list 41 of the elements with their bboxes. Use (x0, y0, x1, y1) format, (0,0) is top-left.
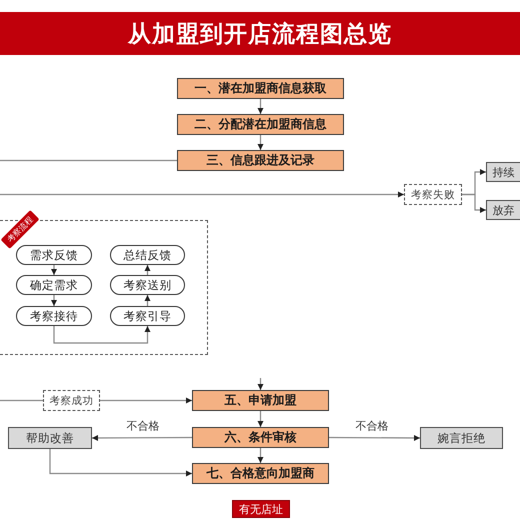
arrow (144, 265, 150, 275)
arrow (49, 449, 192, 476)
dashed-box: 考察失败 (404, 184, 462, 205)
rounded-step-box: 考察引导 (110, 306, 185, 326)
outcome-box: 持续 (486, 162, 520, 182)
corner-tag: 考察流程 (0, 209, 40, 249)
rounded-step-box: 考察接待 (16, 306, 92, 326)
process-box: 二、分配潜在加盟商信息 (177, 114, 344, 135)
edge-label: 不合格 (354, 418, 390, 434)
arrow (258, 135, 264, 150)
title: 从加盟到开店流程图总览 (128, 20, 392, 49)
rounded-step-box: 确定需求 (16, 275, 92, 295)
dashed-box: 考察成功 (43, 390, 100, 411)
outcome-box: 帮助改善 (8, 427, 92, 449)
arrow (258, 378, 264, 390)
edge-label: 不合格 (124, 418, 162, 434)
rounded-step-box: 需求反馈 (16, 245, 92, 265)
connector-line (0, 400, 43, 402)
arrow (258, 448, 264, 463)
arrow (92, 434, 192, 441)
arrow (0, 192, 404, 198)
arrow (51, 295, 57, 306)
arrow (329, 434, 420, 441)
arrow (258, 411, 264, 427)
arrow (51, 265, 57, 275)
highlight-box: 有无店址 (232, 500, 290, 518)
process-box: 三、信息跟进及记录 (177, 150, 344, 171)
connector-line (0, 160, 177, 162)
process-box: 一、潜在加盟商信息获取 (177, 78, 344, 99)
outcome-box: 婉言拒绝 (420, 427, 503, 449)
process-box: 七、合格意向加盟商 (192, 463, 329, 484)
arrow (462, 194, 486, 213)
arrow (258, 99, 264, 114)
process-box: 五、申请加盟 (192, 390, 329, 411)
outcome-box: 放弃 (486, 200, 520, 220)
rounded-step-box: 总结反馈 (110, 245, 185, 265)
process-box: 六、条件审核 (192, 427, 329, 448)
arrow (53, 326, 150, 344)
rounded-step-box: 考察送别 (110, 275, 185, 295)
arrow (100, 398, 192, 404)
arrow (144, 295, 150, 306)
